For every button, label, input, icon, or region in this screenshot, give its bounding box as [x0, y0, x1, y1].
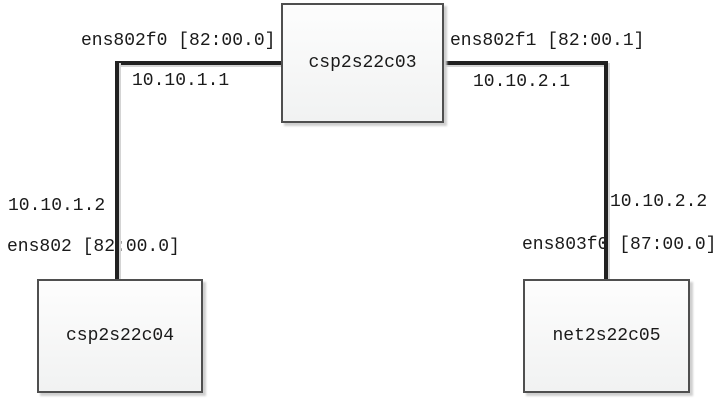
node-net2s22c05-label: net2s22c05 [552, 326, 661, 346]
interface-label-ens802f1: ens802f1 [82:00.1] [450, 31, 645, 51]
node-csp2s22c03: csp2s22c03 [281, 3, 444, 123]
node-net2s22c05: net2s22c05 [523, 279, 690, 393]
edge-csp2s22c03-to-net2s22c05-vertical [604, 61, 608, 279]
ip-label-10-10-1-2: 10.10.1.2 [8, 196, 106, 216]
ip-label-10-10-1-1: 10.10.1.1 [132, 71, 230, 91]
node-csp2s22c04: csp2s22c04 [37, 279, 203, 393]
node-csp2s22c04-label: csp2s22c04 [65, 326, 175, 346]
interface-label-ens802: ens802 [82:00.0] [7, 237, 180, 257]
interface-label-ens803f0: ens803f0 [87:00.0] [522, 235, 717, 255]
edge-csp2s22c03-to-csp2s22c04-horizontal [115, 61, 281, 65]
edge-csp2s22c03-to-csp2s22c04-vertical [115, 61, 119, 279]
edge-csp2s22c03-to-net2s22c05-horizontal [443, 61, 608, 65]
interface-label-ens802f0: ens802f0 [82:00.0] [81, 31, 276, 51]
ip-label-10-10-2-2: 10.10.2.2 [610, 192, 708, 212]
ip-label-10-10-2-1: 10.10.2.1 [473, 72, 571, 92]
node-csp2s22c03-label: csp2s22c03 [308, 53, 417, 73]
